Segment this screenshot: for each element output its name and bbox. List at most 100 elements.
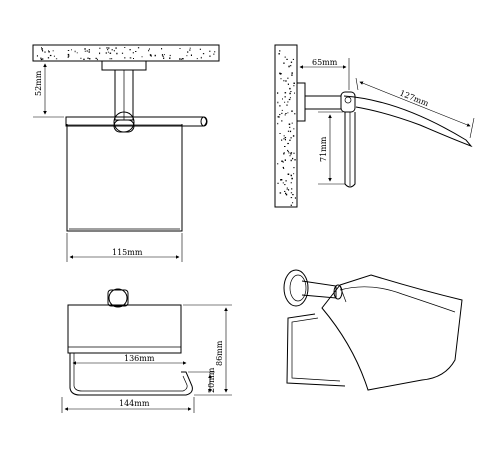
wall-speck <box>291 110 293 112</box>
wall-speck <box>283 168 285 169</box>
wall-speck <box>209 50 211 52</box>
wall-speck <box>281 160 283 162</box>
wall-speck <box>284 114 286 116</box>
wall-speck <box>287 173 290 175</box>
wall-speck <box>169 57 171 59</box>
bottom-knob <box>108 288 128 308</box>
wall-speck <box>135 51 137 52</box>
wall-speck <box>287 130 289 132</box>
side-hanging-bar <box>344 112 356 188</box>
side-view: 65mm 127mm 71mm <box>274 44 475 208</box>
wall-speck <box>291 72 293 74</box>
wall-speck <box>186 55 188 57</box>
wall-panel-top <box>32 44 220 62</box>
bottom-hook-bar <box>69 353 193 396</box>
wall-speck <box>286 104 288 106</box>
wall-speck <box>150 55 152 57</box>
wall-speck <box>283 153 285 155</box>
dim-label-depth: 52mm <box>34 70 43 96</box>
wall-speck <box>279 105 281 107</box>
wall-speck <box>283 135 285 137</box>
wall-speck <box>42 50 43 52</box>
wall-speck <box>287 142 289 144</box>
wall-speck <box>44 51 46 53</box>
wall-speck <box>196 58 198 60</box>
dim-label-width: 115mm <box>112 248 143 257</box>
wall-speck <box>284 137 287 139</box>
wall-speck <box>293 152 295 154</box>
wall-speck <box>284 139 286 141</box>
wall-speck <box>190 54 192 56</box>
wall-speck <box>279 114 281 116</box>
wall-speck <box>289 139 291 141</box>
wall-speck <box>84 50 86 52</box>
wall-speck <box>169 54 171 57</box>
wall-speck <box>279 133 281 134</box>
wall-speck <box>291 177 293 180</box>
wall-speck <box>284 101 286 103</box>
wall-speck <box>41 47 42 49</box>
wall-speck <box>53 55 55 57</box>
wall-speck <box>281 112 283 114</box>
wall-speck <box>42 58 44 60</box>
wall-speck <box>288 123 291 125</box>
wall-speck <box>48 50 49 52</box>
wall-speck <box>182 58 184 60</box>
wall-speck <box>283 80 285 82</box>
wall-speck <box>277 122 279 125</box>
wall-speck <box>115 47 117 49</box>
wall-speck <box>294 92 295 94</box>
wall-speck <box>76 52 78 54</box>
wall-speck <box>286 188 288 190</box>
wall-speck <box>124 47 126 48</box>
wall-speck <box>202 53 205 55</box>
wall-speck <box>281 120 283 122</box>
wall-speck <box>55 58 58 60</box>
wall-speck <box>279 73 282 75</box>
wall-speck <box>107 49 109 51</box>
wall-speck <box>289 130 292 133</box>
wall-speck <box>285 113 287 114</box>
wall-speck <box>107 51 109 53</box>
wall-speck <box>277 116 279 118</box>
dim-label-bar: 20mm <box>207 367 216 393</box>
wall-speck <box>162 55 164 57</box>
wall-speck <box>288 189 290 191</box>
wall-speck <box>287 149 289 152</box>
wall-speck <box>67 50 70 51</box>
wall-speck <box>148 49 150 52</box>
wall-speck <box>285 80 287 82</box>
wall-speck <box>209 55 211 57</box>
wall-speck <box>284 184 286 186</box>
wall-speck <box>84 48 86 50</box>
wall-speck <box>288 65 290 68</box>
wall-speck <box>285 192 287 195</box>
wall-speck <box>287 101 289 103</box>
wall-speck <box>294 197 296 199</box>
wall-speck <box>40 58 42 61</box>
wall-speck <box>287 112 289 114</box>
wall-speck <box>99 52 101 55</box>
wall-texture <box>36 47 216 61</box>
wall-speck <box>293 85 295 87</box>
wall-speck <box>284 56 286 58</box>
wall-speck <box>132 52 134 54</box>
wall-speck <box>290 204 292 206</box>
wall-speck <box>67 56 69 58</box>
bottom-view: 136mm 144mm 86mm 20mm <box>61 288 232 413</box>
wall-speck <box>199 48 201 50</box>
wall-speck <box>277 92 279 94</box>
wall-speck <box>281 139 283 141</box>
wall-speck <box>292 157 294 160</box>
wall-speck <box>290 153 292 155</box>
wall-speck <box>48 51 50 53</box>
bottom-body <box>67 304 182 354</box>
side-flange <box>296 82 306 122</box>
wall-speck <box>110 58 113 60</box>
wall-speck <box>282 161 284 163</box>
dim-label-height: 71mm <box>319 136 328 162</box>
wall-speck <box>290 137 292 139</box>
wall-speck <box>290 91 292 92</box>
wall-speck <box>277 163 279 165</box>
